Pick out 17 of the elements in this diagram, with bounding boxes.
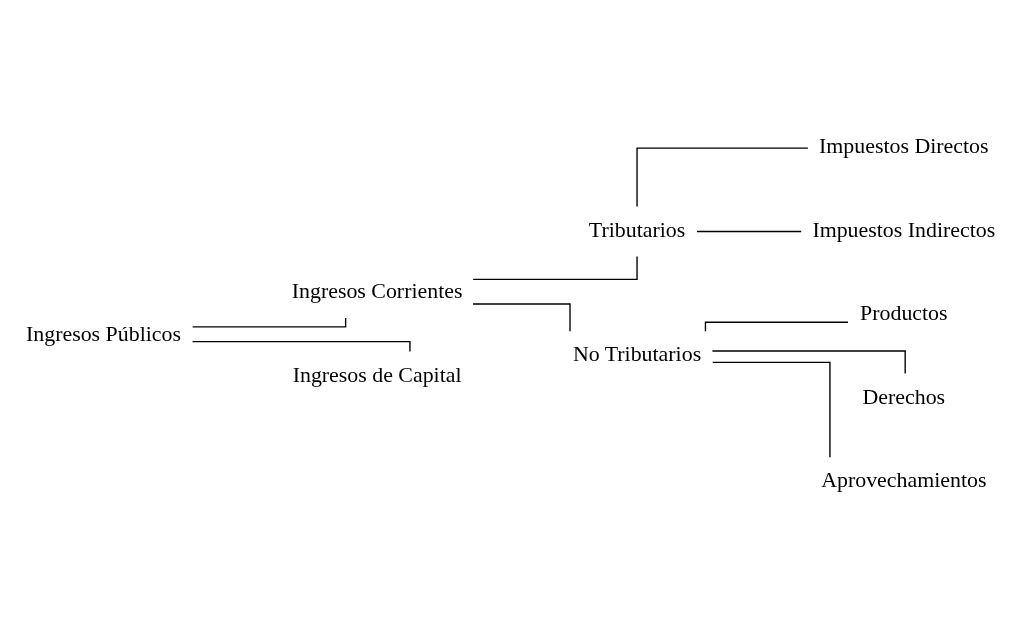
connector: [696, 230, 802, 232]
node-text: Productos: [860, 300, 948, 325]
node-text: Ingresos de Capital: [292, 362, 462, 387]
node-text: Impuestos Indirectos: [812, 217, 996, 242]
connector: [472, 302, 571, 332]
node-text: Tributarios: [588, 217, 686, 242]
node-text: Impuestos Directos: [819, 133, 989, 158]
node-text: No Tributarios: [572, 341, 702, 366]
node-text: Ingresos Corrientes: [291, 278, 463, 303]
connector: [472, 255, 638, 280]
connector: [636, 146, 809, 207]
node-text: Aprovechamientos: [821, 467, 987, 492]
node-text: Derechos: [862, 384, 946, 409]
connector: [704, 321, 849, 332]
connector: [711, 349, 906, 374]
node-text: Ingresos Públicos: [26, 321, 181, 346]
connector: [712, 361, 831, 458]
